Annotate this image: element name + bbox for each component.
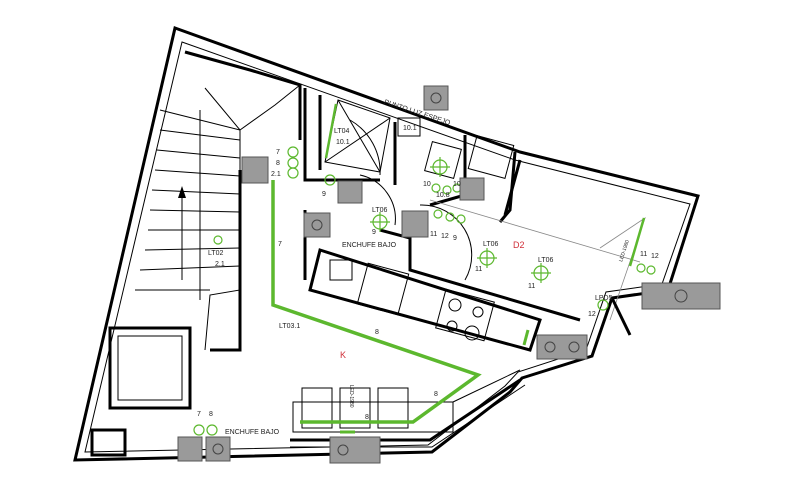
- label-number: 7: [197, 411, 201, 418]
- socket-box: [423, 85, 449, 111]
- socket-icon: [311, 219, 323, 231]
- plan-labels: K D2 PUNTO LUZ ESPEJO ENCHUFE BAJO ENCHU…: [197, 99, 659, 436]
- switch-box: [337, 180, 363, 204]
- label-number: 10: [423, 181, 431, 188]
- socket-icon: [674, 289, 688, 303]
- room-label-bedroom: D2: [513, 240, 525, 250]
- socket-icon: [568, 341, 580, 353]
- switch-box: [459, 177, 485, 201]
- label-number: 10.1: [403, 125, 417, 132]
- label-lt04: LT04: [334, 128, 350, 135]
- label-number: 8: [365, 414, 369, 421]
- switch-box: [241, 156, 269, 184]
- switch-box: [177, 436, 203, 462]
- label-lt06: LT06: [538, 257, 554, 264]
- label-number: 12: [651, 253, 659, 260]
- socket-icon: [337, 444, 349, 456]
- room-label-kitchen: K: [340, 350, 346, 360]
- label-number: 8: [276, 160, 280, 167]
- label-number: 10.8: [436, 192, 450, 199]
- label-led-strip: LED-1980: [348, 385, 354, 408]
- label-number: 8: [434, 391, 438, 398]
- socket-box: [205, 436, 231, 462]
- label-lt06: LT06: [483, 241, 499, 248]
- outlet-group: [641, 282, 721, 310]
- electrical-devices: [177, 85, 721, 464]
- label-number: 2.1: [271, 171, 281, 178]
- label-number: 8: [375, 329, 379, 336]
- label-number: 10: [453, 181, 461, 188]
- label-number: 11: [475, 266, 482, 273]
- label-number: 11: [640, 251, 647, 258]
- label-number: 9: [372, 229, 376, 236]
- label-enchufe-bajo: ENCHUFE BAJO: [225, 429, 280, 436]
- label-number: 8: [209, 411, 213, 418]
- label-lpd5: LPD5: [595, 295, 613, 302]
- label-enchufe-bajo: ENCHUFE BAJO: [342, 242, 397, 249]
- label-number: 10.1: [336, 139, 350, 146]
- label-number: 12: [441, 233, 449, 240]
- label-number: 9: [453, 235, 457, 242]
- label-number: 11: [528, 283, 535, 290]
- wiring-route: [271, 180, 482, 424]
- socket-icon: [544, 341, 556, 353]
- label-number: 12: [588, 311, 596, 318]
- switch-box: [401, 210, 429, 238]
- arrow-up-icon: [178, 186, 186, 198]
- light-fixtures: [193, 146, 656, 436]
- label-number: 11: [430, 231, 437, 238]
- label-number: 7: [276, 149, 280, 156]
- socket-box: [303, 212, 331, 238]
- socket-icon: [212, 443, 224, 455]
- label-lt06: LT06: [372, 207, 388, 214]
- label-number: 2.1: [215, 261, 225, 268]
- walls: [73, 26, 700, 462]
- label-number: 7: [278, 241, 282, 248]
- label-number: 9: [322, 191, 326, 198]
- label-lt03: LT03.1: [279, 323, 300, 330]
- label-lt02: LT02: [208, 250, 224, 257]
- socket-icon: [430, 92, 442, 104]
